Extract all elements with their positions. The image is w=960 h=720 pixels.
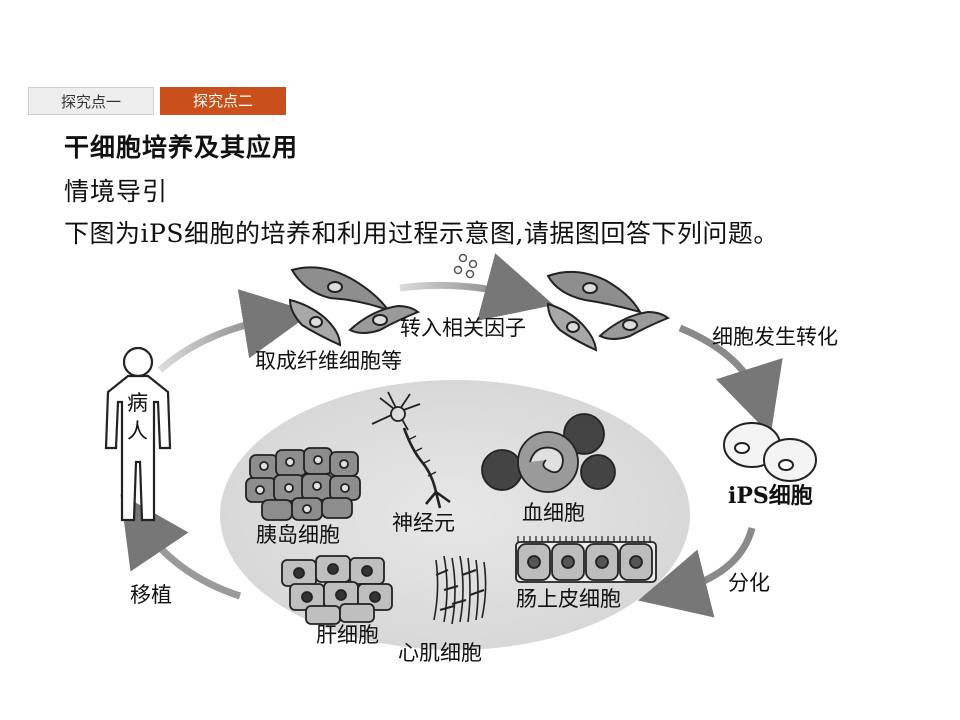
differentiate-label: 分化 xyxy=(728,571,770,595)
patient-label-1: 病 xyxy=(127,391,148,415)
transform-label: 细胞发生转化 xyxy=(712,325,838,349)
factor-label: 转入相关因子 xyxy=(400,316,526,340)
blood-cells xyxy=(481,413,616,493)
section-subtitle: 情境导引 xyxy=(64,177,169,206)
liver-cells xyxy=(281,555,393,625)
patient-figure xyxy=(104,346,172,522)
heart-cells xyxy=(433,555,487,625)
reprogrammed-cells xyxy=(546,270,671,352)
fibroblast-label: 取成纤维细胞等 xyxy=(255,349,402,373)
patient-label-2: 人 xyxy=(127,419,148,443)
heart-label: 心肌细胞 xyxy=(398,641,482,665)
ips-cells xyxy=(723,422,817,482)
neuron-cell xyxy=(371,391,451,509)
fibroblast-cells xyxy=(288,266,421,347)
arrow-differentiate xyxy=(638,527,756,618)
tab-point-two[interactable]: 探究点二 xyxy=(160,87,286,115)
intestine-cells xyxy=(515,536,657,583)
transplant-label: 移植 xyxy=(130,583,172,607)
factor-particles xyxy=(453,253,478,279)
tab-point-one[interactable]: 探究点一 xyxy=(28,87,154,115)
tab-bar: 探究点一 探究点二 xyxy=(28,87,286,115)
arrow-transform xyxy=(678,324,783,436)
blood-label: 血细胞 xyxy=(522,501,585,525)
islet-label: 胰岛细胞 xyxy=(256,523,340,547)
intestine-label: 肠上皮细胞 xyxy=(516,587,621,611)
neuron-label: 神经元 xyxy=(392,511,455,535)
ips-label: iPS细胞 xyxy=(728,483,813,509)
arrow-reprogram xyxy=(399,253,554,321)
arrow-patient-to-fibroblast xyxy=(157,289,313,373)
arrow-transplant xyxy=(120,493,242,600)
liver-label: 肝细胞 xyxy=(316,623,379,647)
section-title: 干细胞培养及其应用 xyxy=(64,133,299,162)
islet-cells xyxy=(245,447,361,521)
question-text: 下图为iPS细胞的培养和利用过程示意图,请据图回答下列问题。 xyxy=(64,219,779,248)
